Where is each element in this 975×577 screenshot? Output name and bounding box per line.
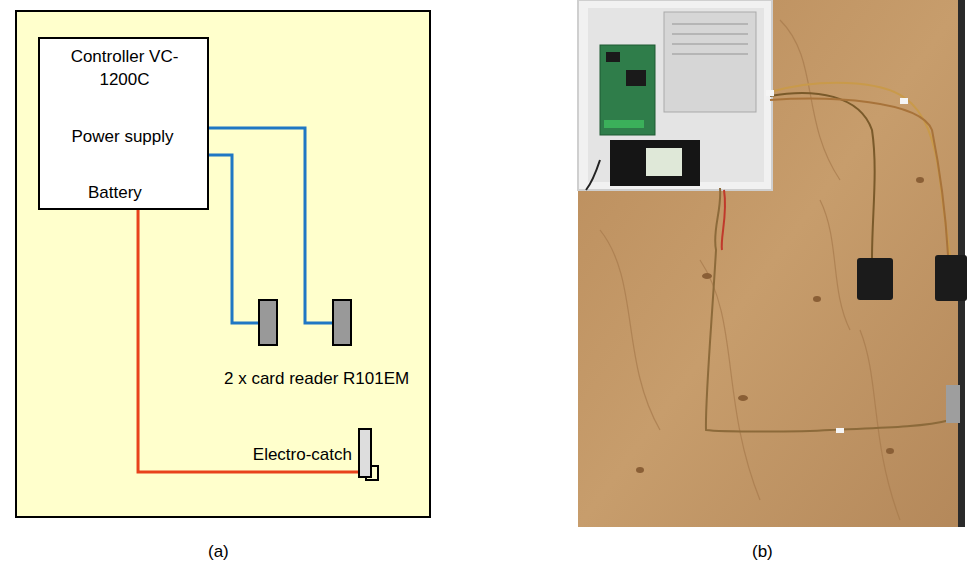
part-label: Electro-catch (253, 443, 352, 466)
cable (706, 188, 953, 432)
cable (770, 83, 950, 256)
knot (636, 467, 644, 473)
cable (770, 99, 948, 255)
panel-label: (a) (208, 541, 229, 563)
cable-clip (836, 428, 844, 433)
cables (586, 83, 953, 432)
cable-clip (900, 98, 908, 104)
grain (600, 230, 660, 430)
vents (672, 24, 748, 54)
port-label: Battery (88, 181, 142, 204)
knot (738, 395, 748, 401)
wood-board (578, 0, 965, 527)
knot (702, 273, 712, 279)
yellow-panel (16, 11, 430, 517)
vent (672, 43, 748, 45)
card-reader (857, 258, 893, 300)
controller-title: Controller VC-1200C (64, 45, 185, 91)
power-wire (207, 155, 259, 323)
grain (820, 200, 850, 330)
controller-board (600, 45, 655, 135)
power-supply-unit (664, 12, 756, 112)
cable (586, 160, 600, 190)
chip (606, 52, 620, 62)
knot (813, 296, 821, 302)
paper-note (646, 148, 682, 176)
enclosure (578, 0, 772, 190)
grain (860, 330, 900, 520)
grain (700, 260, 760, 500)
vent (672, 23, 748, 25)
battery-block (610, 140, 700, 186)
cable (770, 93, 875, 258)
power-wire (207, 128, 333, 323)
cable (722, 190, 725, 250)
vent (672, 33, 748, 35)
cable-clip (766, 90, 774, 96)
chip (626, 70, 646, 86)
wire-connector (138, 210, 358, 472)
controller-box: Controller VC-1200C Power supplyBattery (38, 37, 209, 210)
port-label: Power supply (40, 125, 205, 148)
terminal-block (604, 120, 644, 128)
panel-label: (b) (752, 541, 773, 563)
knot (886, 448, 894, 454)
card-reader (935, 255, 967, 301)
card-reader-symbol (259, 300, 277, 345)
card-reader-symbol (333, 300, 351, 345)
electro-catch (946, 385, 960, 423)
vent (672, 53, 748, 55)
part-label: 2 x card reader R101EM (224, 368, 409, 390)
electro-catch-box: Electro-catch (358, 428, 372, 478)
knot (916, 177, 924, 183)
